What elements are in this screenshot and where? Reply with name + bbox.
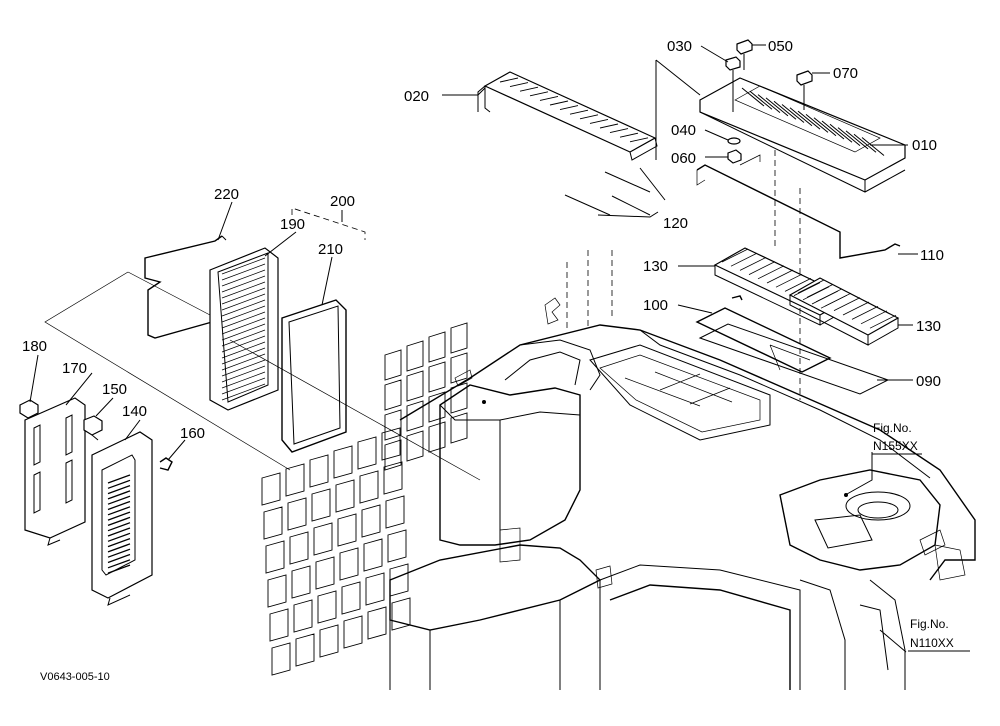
assembly-200-bracket [291,207,366,240]
fig-ref-1-line2: N155XX [873,439,918,453]
part-140-cover[interactable] [91,431,153,606]
part-170-plate[interactable] [24,397,86,546]
label-130-lower: 130 [916,318,941,335]
label-050: 050 [768,38,793,55]
side-grid-panel [261,322,468,676]
label-140: 140 [122,403,147,420]
part-040-washer[interactable] [727,137,741,145]
fig-ref-1-line1: Fig.No. [873,421,912,435]
label-100: 100 [643,297,668,314]
label-020: 020 [404,88,429,105]
label-150: 150 [102,381,127,398]
part-060-nut[interactable] [727,149,761,166]
label-130-upper: 130 [643,258,668,275]
filter-fins [721,248,897,329]
label-070: 070 [833,65,858,82]
label-120: 120 [663,215,688,232]
part-150-bolt[interactable] [83,415,103,441]
part-070-knob[interactable] [796,70,813,110]
label-060: 060 [671,150,696,167]
part-130-filters[interactable] [713,247,900,346]
label-200: 200 [330,193,355,210]
part-010-cover[interactable] [699,77,906,193]
label-010: 010 [912,137,937,154]
fig-ref-2-line1: Fig.No. [910,617,949,631]
label-160: 160 [180,425,205,442]
bracket-slots [499,77,649,143]
label-090: 090 [916,373,941,390]
machine-body [389,324,976,690]
label-040: 040 [671,122,696,139]
label-180: 180 [22,338,47,355]
part-090-screen[interactable] [698,323,890,395]
part-210-gasket[interactable] [281,299,347,453]
label-220: 220 [214,186,239,203]
diagram-code: V0643-005-10 [40,671,110,683]
part-110-rod[interactable] [696,164,901,259]
part-050-knob[interactable] [736,39,753,70]
cover-grille-slats [741,87,885,156]
cover-louvers [107,474,131,574]
label-030: 030 [667,38,692,55]
leader-lines [29,44,918,653]
fig-ref-2-line2: N110XX [910,636,954,650]
part-160-clip[interactable] [159,457,173,471]
label-170: 170 [62,360,87,377]
part-220-bracket-wire[interactable] [144,235,223,339]
label-190: 190 [280,216,305,233]
part-020-bracket[interactable] [477,71,658,161]
part-190-filter-element[interactable] [209,247,279,411]
label-210: 210 [318,241,343,258]
part-120-rods[interactable] [564,171,651,216]
part-100-screen[interactable] [695,295,832,373]
part-030-knob[interactable] [725,56,741,112]
label-110: 110 [920,247,944,264]
filter-pleats [221,257,266,401]
